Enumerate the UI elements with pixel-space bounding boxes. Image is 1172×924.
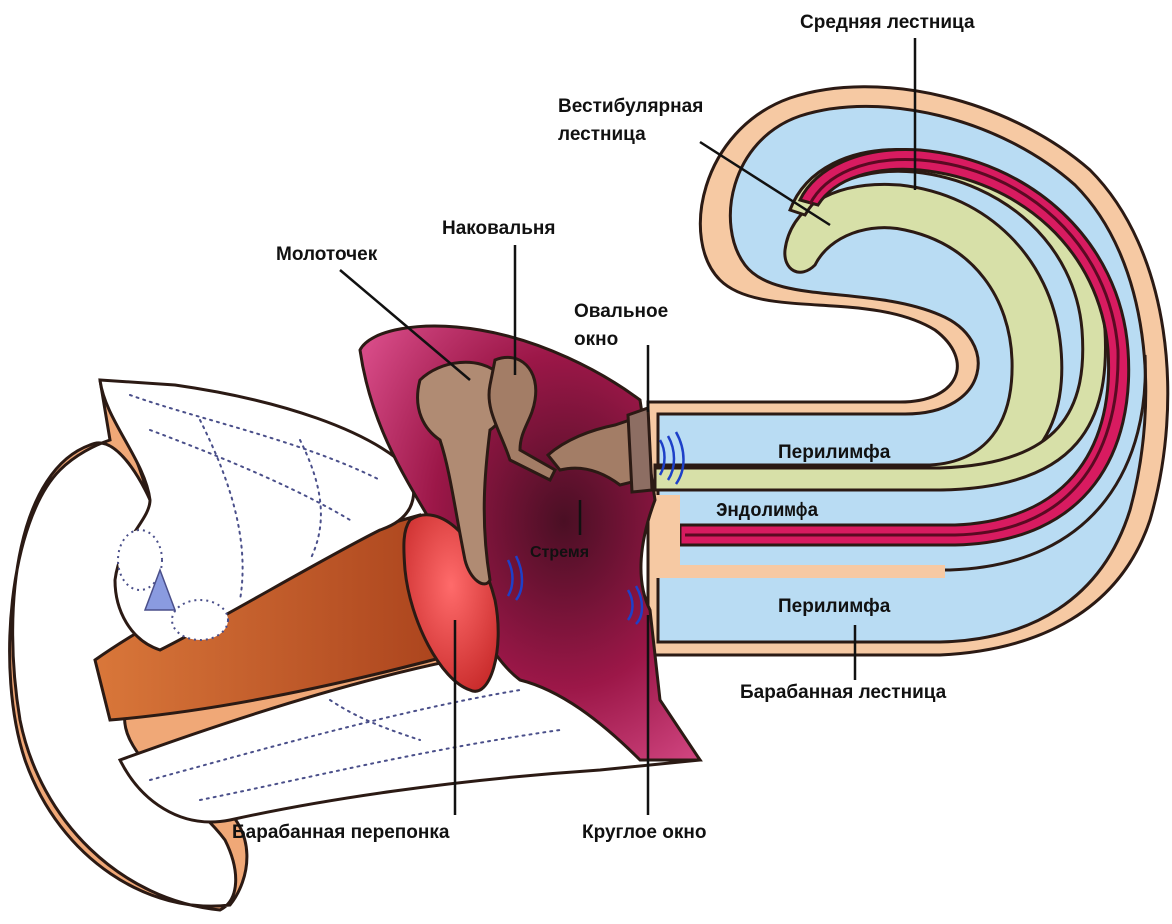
label-malleus: Молоточек	[276, 244, 378, 265]
middle-wall	[655, 495, 680, 565]
bone-cell-2	[172, 600, 228, 640]
label-perilymph-top: Перилимфа	[778, 442, 891, 463]
label-stapes: Стремя	[530, 544, 589, 561]
label-incus: Наковальня	[442, 218, 555, 239]
label-scala-media: Средняя лестница	[800, 12, 975, 33]
label-endolymph: Эндолимфа	[716, 500, 819, 522]
label-tympanic-membrane: Барабанная перепонка	[232, 822, 450, 843]
label-oval-window-line1: Овальное	[574, 301, 668, 322]
label-oval-window-line2: окно	[574, 329, 618, 350]
label-scala-vestibuli-line2: лестница	[558, 124, 646, 145]
stapes-footplate	[628, 408, 652, 492]
scala-divider-fill	[652, 565, 945, 578]
label-round-window: Круглое окно	[582, 822, 706, 843]
label-scala-tympani: Барабанная лестница	[740, 682, 947, 703]
label-scala-vestibuli-line1: Вестибулярная	[558, 96, 703, 117]
cochlea	[648, 87, 1168, 655]
label-perilymph-bottom: Перилимфа	[778, 596, 891, 617]
